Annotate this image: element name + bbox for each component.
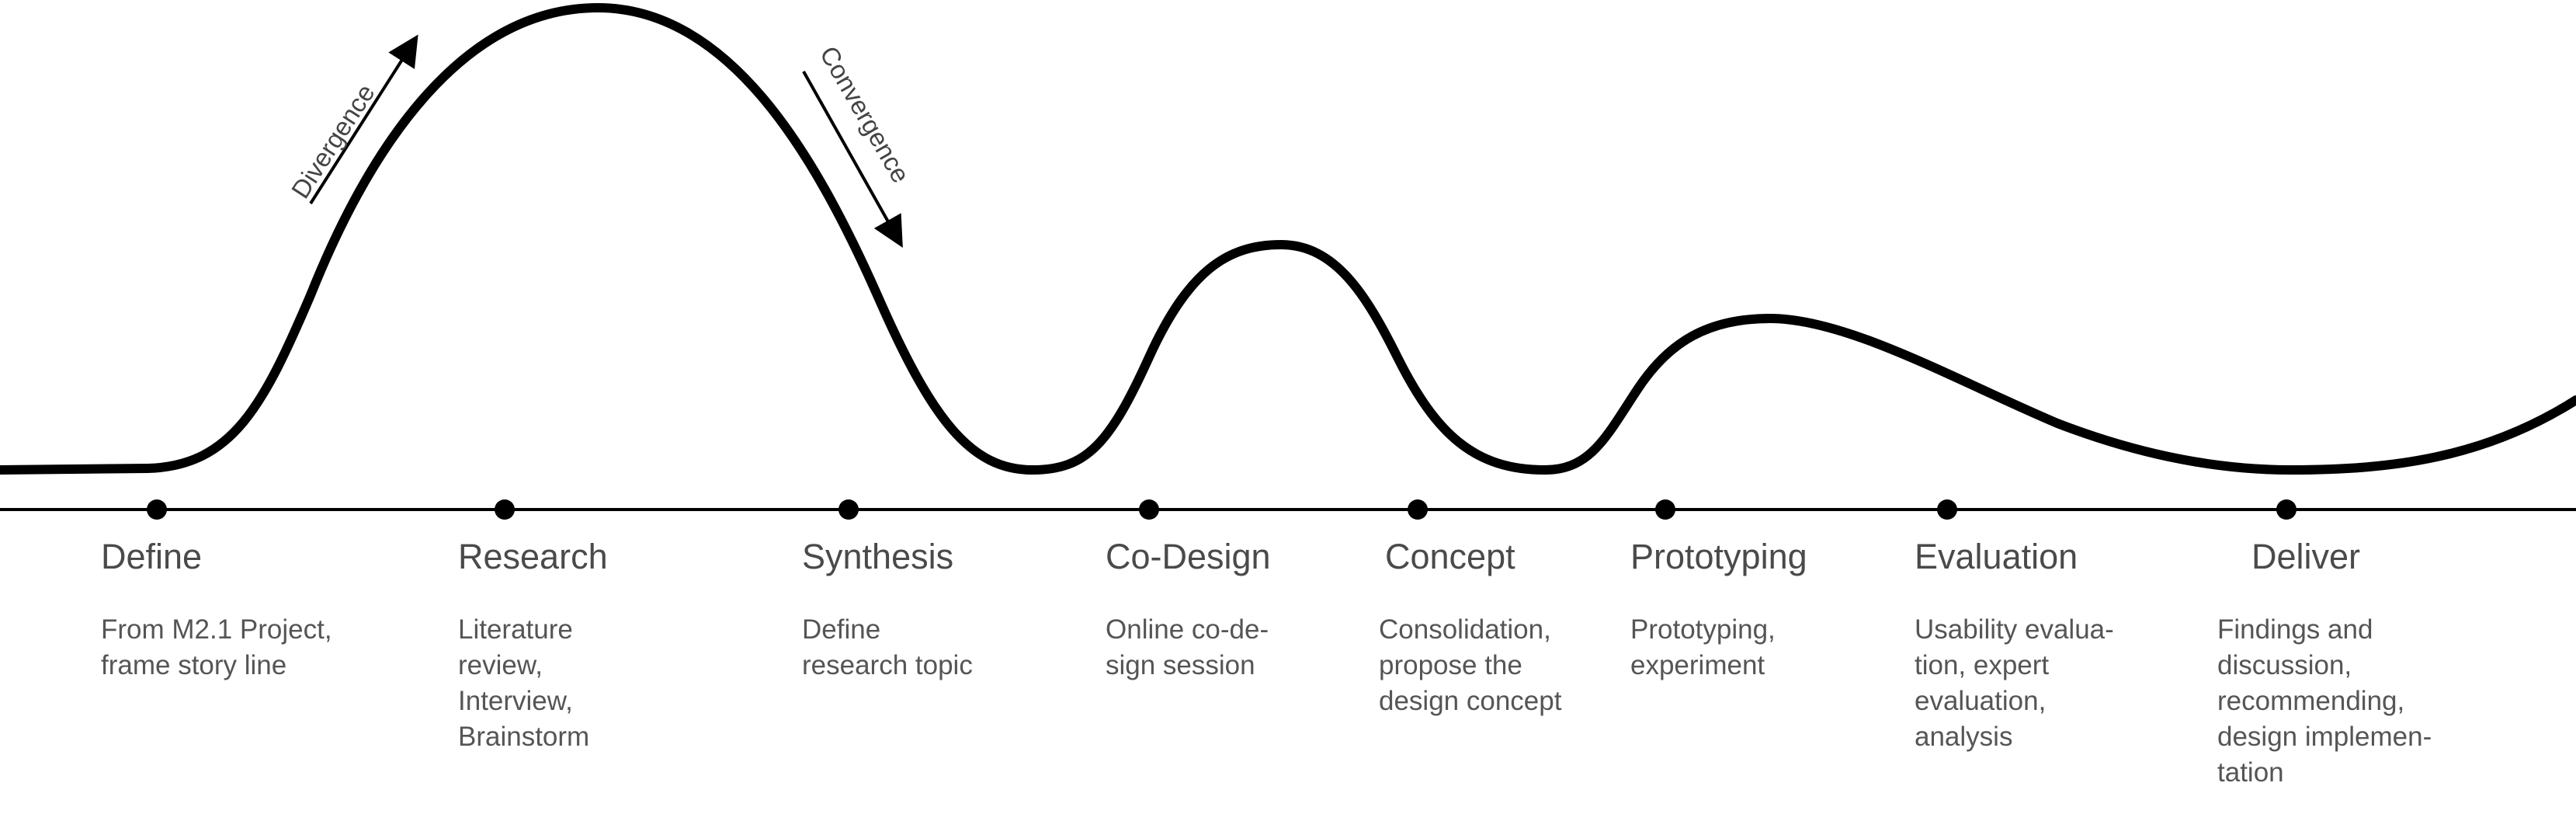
stage-dot-synthesis <box>838 499 859 520</box>
stage-title: Define <box>101 537 202 576</box>
stage-title: Co-Design <box>1106 537 1271 576</box>
stage-dot-deliver <box>2276 499 2297 520</box>
stage-desc-line: recommending, <box>2217 686 2404 716</box>
convergence-label: Convergence <box>814 41 915 187</box>
stage-desc-line: Literature <box>458 614 573 645</box>
stage-desc-line: Interview, <box>458 686 573 716</box>
stage-desc-line: propose the <box>1379 650 1522 680</box>
stage-desc-line: Consolidation, <box>1379 614 1551 645</box>
stage-desc-line: frame story line <box>101 650 286 680</box>
stage-desc-line: From M2.1 Project, <box>101 614 332 645</box>
stage-desc-line: experiment <box>1630 650 1765 680</box>
stage-desc-line: tion, expert <box>1915 650 2049 680</box>
stage-desc-line: evaluation, <box>1915 686 2046 716</box>
divergence-arrow <box>309 34 418 205</box>
stage-desc-line: design implemen- <box>2217 722 2432 752</box>
stage-research: Research Literature review, Interview, B… <box>458 537 608 752</box>
stage-dot-research <box>495 499 515 520</box>
stage-co-design: Co-Design Online co-de- sign session <box>1106 537 1271 680</box>
stage-title: Evaluation <box>1915 537 2078 576</box>
stage-dot-evaluation <box>1937 499 1957 520</box>
stage-desc-line: review, <box>458 650 543 680</box>
stage-desc-line: Prototyping, <box>1630 614 1776 645</box>
stage-title: Synthesis <box>802 537 953 576</box>
stage-dots <box>147 499 2297 520</box>
stage-title: Deliver <box>2251 537 2360 576</box>
stage-desc-line: research topic <box>802 650 973 680</box>
stage-dot-concept <box>1408 499 1428 520</box>
stage-desc-line: discussion, <box>2217 650 2352 680</box>
convergence-arrow <box>802 71 903 248</box>
stage-define: Define From M2.1 Project, frame story li… <box>101 537 332 680</box>
stage-desc-line: Findings and <box>2217 614 2373 645</box>
stage-evaluation: Evaluation Usability evalua- tion, exper… <box>1915 537 2114 752</box>
stage-desc-line: analysis <box>1915 722 2012 752</box>
stage-prototyping: Prototyping Prototyping, experiment <box>1630 537 1807 680</box>
stage-title: Concept <box>1385 537 1515 576</box>
stage-desc-line: Usability evalua- <box>1915 614 2114 645</box>
stage-title: Research <box>458 537 608 576</box>
stage-desc-line: Online co-de- <box>1106 614 1269 645</box>
stage-concept: Concept Consolidation, propose the desig… <box>1379 537 1562 716</box>
stage-deliver: Deliver Findings and discussion, recomme… <box>2217 537 2432 788</box>
stage-desc-line: Define <box>802 614 880 645</box>
stage-dot-define <box>147 499 167 520</box>
stage-dot-prototyping <box>1655 499 1675 520</box>
stage-desc-line: Brainstorm <box>458 722 589 752</box>
process-curve <box>0 3 2576 475</box>
stage-desc-line: sign session <box>1106 650 1255 680</box>
stage-title: Prototyping <box>1630 537 1807 576</box>
stage-synthesis: Synthesis Define research topic <box>802 537 973 680</box>
stage-dot-co-design <box>1139 499 1159 520</box>
stage-desc-line: tation <box>2217 757 2284 788</box>
stage-desc-line: design concept <box>1379 686 1562 716</box>
